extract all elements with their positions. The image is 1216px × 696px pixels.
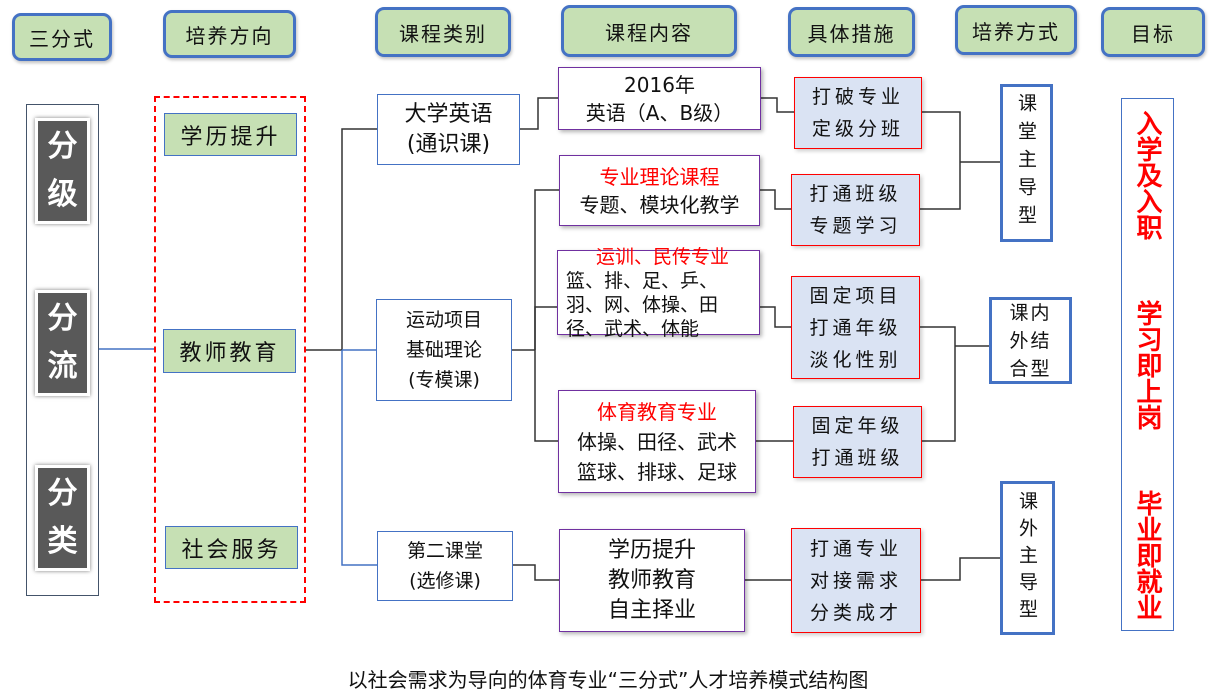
category-title: 基础理论	[405, 339, 482, 361]
mode-text: 课外主导型	[1016, 490, 1038, 626]
content-theory: 专业理论课程 专题、模块化教学	[559, 155, 760, 226]
tile-text: 分	[47, 476, 78, 511]
header-goal: 目标	[1101, 7, 1205, 57]
category-college-english: 大学英语 (通识课)	[377, 94, 520, 165]
content-training-traditional: 运训、民传专业 篮、排、足、乒、 羽、网、体操、田 径、武术、体能	[557, 246, 760, 340]
category-title: 运动项目	[405, 309, 482, 331]
measure-2: 打通班级 专题学习	[791, 174, 920, 246]
content-title: 专业理论课程	[599, 164, 720, 189]
measure-line: 打通班级	[811, 447, 904, 469]
tile-text: 分	[47, 129, 78, 164]
goal-text: 入学及入职 学习即上岗 毕业即就业	[1132, 109, 1162, 620]
measure-4: 固定年级 打通班级	[793, 406, 922, 478]
measure-line: 固定年级	[811, 415, 904, 437]
content-second-classroom: 学历提升 教师教育 自主择业	[559, 529, 745, 632]
direction-social-service: 社会服务	[165, 526, 298, 569]
mode-text: 课堂主导型	[1015, 93, 1037, 233]
tile-text: 分	[47, 301, 78, 336]
connector	[341, 128, 377, 350]
direction-teacher-education: 教师教育	[163, 329, 296, 373]
tile-classifying: 分 类	[35, 465, 90, 571]
mode-extracurricular-led: 课外主导型	[1000, 481, 1055, 635]
measure-line: 定级分班	[811, 118, 904, 140]
content-line: 专题、模块化教学	[579, 192, 740, 217]
three-part-frame	[26, 104, 99, 596]
connector	[919, 326, 956, 442]
connector	[534, 350, 558, 442]
content-line: 篮球、排球、足球	[577, 459, 737, 484]
header-mode: 培养方式	[955, 5, 1077, 55]
mode-text: 课内外结合型	[1009, 301, 1052, 380]
measure-line: 打通年级	[809, 316, 902, 339]
content-line: 体操、田径、武术	[577, 429, 737, 454]
connector	[759, 189, 791, 210]
header-content: 课程内容	[561, 5, 737, 57]
content-title: 运训、民传专业	[595, 245, 729, 268]
category-subtitle: (选修课)	[409, 570, 481, 592]
category-title: 大学英语	[404, 101, 493, 127]
mode-classroom-led: 课堂主导型	[1000, 84, 1053, 242]
content-pe-education: 体育教育专业 体操、田径、武术 篮球、排球、足球	[558, 390, 756, 493]
measure-3: 固定项目 打通年级 淡化性别	[791, 276, 920, 379]
tile-streaming: 分 流	[35, 290, 90, 396]
measure-line: 打破专业	[811, 86, 904, 108]
content-line: 径、武术、体能	[566, 317, 700, 340]
measure-1: 打破专业 定级分班	[794, 77, 922, 149]
connector	[919, 111, 961, 210]
content-title: 2016年	[624, 72, 695, 97]
measure-line: 打通班级	[809, 183, 902, 205]
category-subtitle: (通识课)	[406, 131, 491, 157]
tile-text: 类	[47, 524, 78, 559]
connector	[760, 97, 794, 113]
direction-degree-upgrade: 学历提升	[164, 113, 297, 156]
header-category: 课程类别	[375, 7, 511, 57]
tile-text: 流	[47, 349, 78, 384]
measure-line: 固定项目	[809, 284, 902, 307]
content-line: 篮、排、足、乒、	[566, 269, 719, 292]
measure-5: 打通专业 对接需求 分类成才	[791, 528, 921, 633]
content-line: 教师教育	[607, 567, 696, 593]
content-title: 体育教育专业	[597, 399, 717, 424]
connector	[534, 306, 557, 350]
tile-text: 级	[47, 177, 78, 212]
connector	[341, 350, 377, 566]
measure-line: 专题学习	[809, 215, 902, 237]
header-direction: 培养方向	[163, 10, 296, 58]
tile-grading: 分 级	[35, 118, 90, 224]
measure-line: 淡化性别	[809, 348, 902, 371]
category-subtitle: (专模课)	[408, 369, 480, 391]
connector	[512, 564, 559, 581]
content-line: 自主择业	[607, 597, 696, 623]
measure-line: 对接需求	[809, 569, 902, 592]
category-sports-theory: 运动项目 基础理论 (专模课)	[376, 299, 512, 401]
category-second-classroom: 第二课堂 (选修课)	[377, 531, 513, 601]
header-measures: 具体措施	[788, 7, 915, 57]
connector	[519, 97, 558, 130]
mode-combined: 课内外结合型	[989, 297, 1072, 384]
connector	[759, 306, 791, 328]
content-english: 2016年 英语（A、B级）	[558, 67, 761, 130]
goal-box: 入学及入职 学习即上岗 毕业即就业	[1121, 98, 1174, 631]
content-line: 学历提升	[607, 537, 696, 563]
measure-line: 打通专业	[809, 537, 902, 560]
measure-line: 分类成才	[809, 601, 902, 624]
connector	[920, 557, 1000, 581]
figure-caption: 以社会需求为导向的体育专业“三分式”人才培养模式结构图	[347, 668, 869, 692]
direction-group	[154, 96, 306, 603]
header-three-part: 三分式	[12, 13, 112, 61]
connector	[534, 189, 559, 350]
content-line: 英语（A、B级）	[585, 100, 734, 125]
content-line: 羽、网、体操、田	[566, 293, 719, 316]
category-title: 第二课堂	[406, 540, 483, 562]
